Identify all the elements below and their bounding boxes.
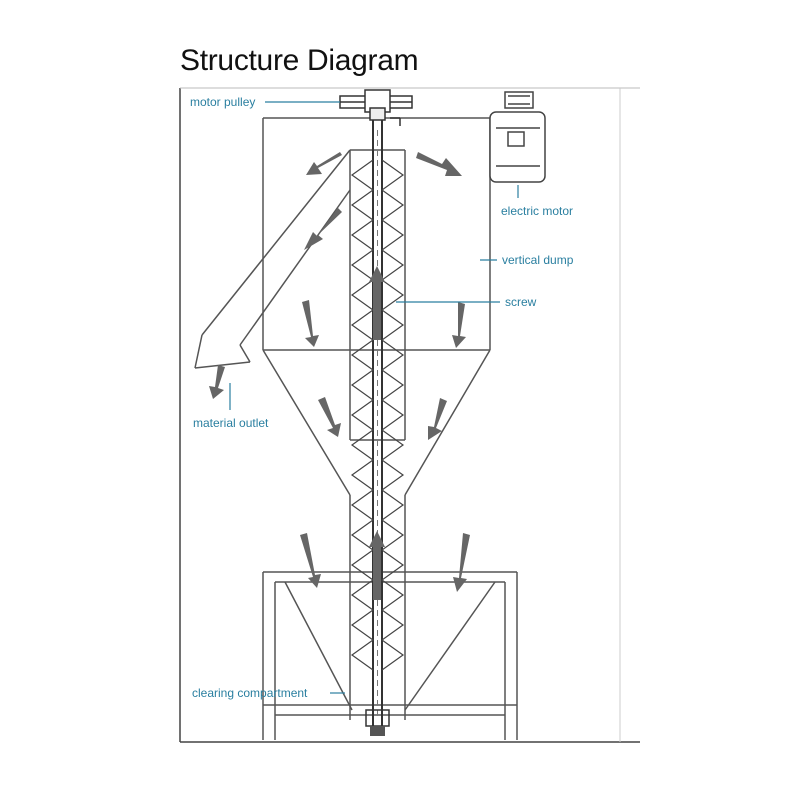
arrow-lower-left bbox=[300, 533, 321, 588]
diagram-frame bbox=[179, 87, 640, 743]
arrow-cone-left bbox=[318, 397, 341, 437]
flow-arrows bbox=[209, 152, 470, 600]
label-vertical-dump: vertical dump bbox=[502, 253, 574, 267]
arrow-up-lower bbox=[369, 531, 385, 600]
label-electric-motor: electric motor bbox=[501, 204, 573, 218]
central-shaft bbox=[365, 96, 390, 736]
label-clearing-compartment: clearing compartment bbox=[192, 686, 308, 700]
label-motor-pulley: motor pulley bbox=[190, 95, 255, 109]
arrow-cone-right bbox=[428, 398, 447, 440]
motor-pulley bbox=[339, 89, 413, 126]
arrow-top-right bbox=[416, 152, 462, 176]
label-material-outlet: material outlet bbox=[193, 416, 269, 430]
leader-lines bbox=[229, 101, 519, 694]
arrow-cyl-left bbox=[302, 300, 319, 347]
arrow-chute bbox=[304, 208, 342, 250]
arrow-up-upper bbox=[369, 266, 385, 340]
base-frame bbox=[262, 571, 518, 740]
electric-motor bbox=[489, 91, 546, 183]
arrow-top-left bbox=[306, 152, 342, 175]
arrow-cyl-right bbox=[452, 302, 466, 348]
discharge-chute bbox=[194, 149, 351, 369]
arrow-lower-right bbox=[453, 533, 470, 592]
arrow-outlet bbox=[209, 365, 225, 399]
diagram-title: Structure Diagram bbox=[180, 44, 419, 77]
label-screw: screw bbox=[505, 295, 537, 309]
screw-flights bbox=[350, 159, 405, 671]
